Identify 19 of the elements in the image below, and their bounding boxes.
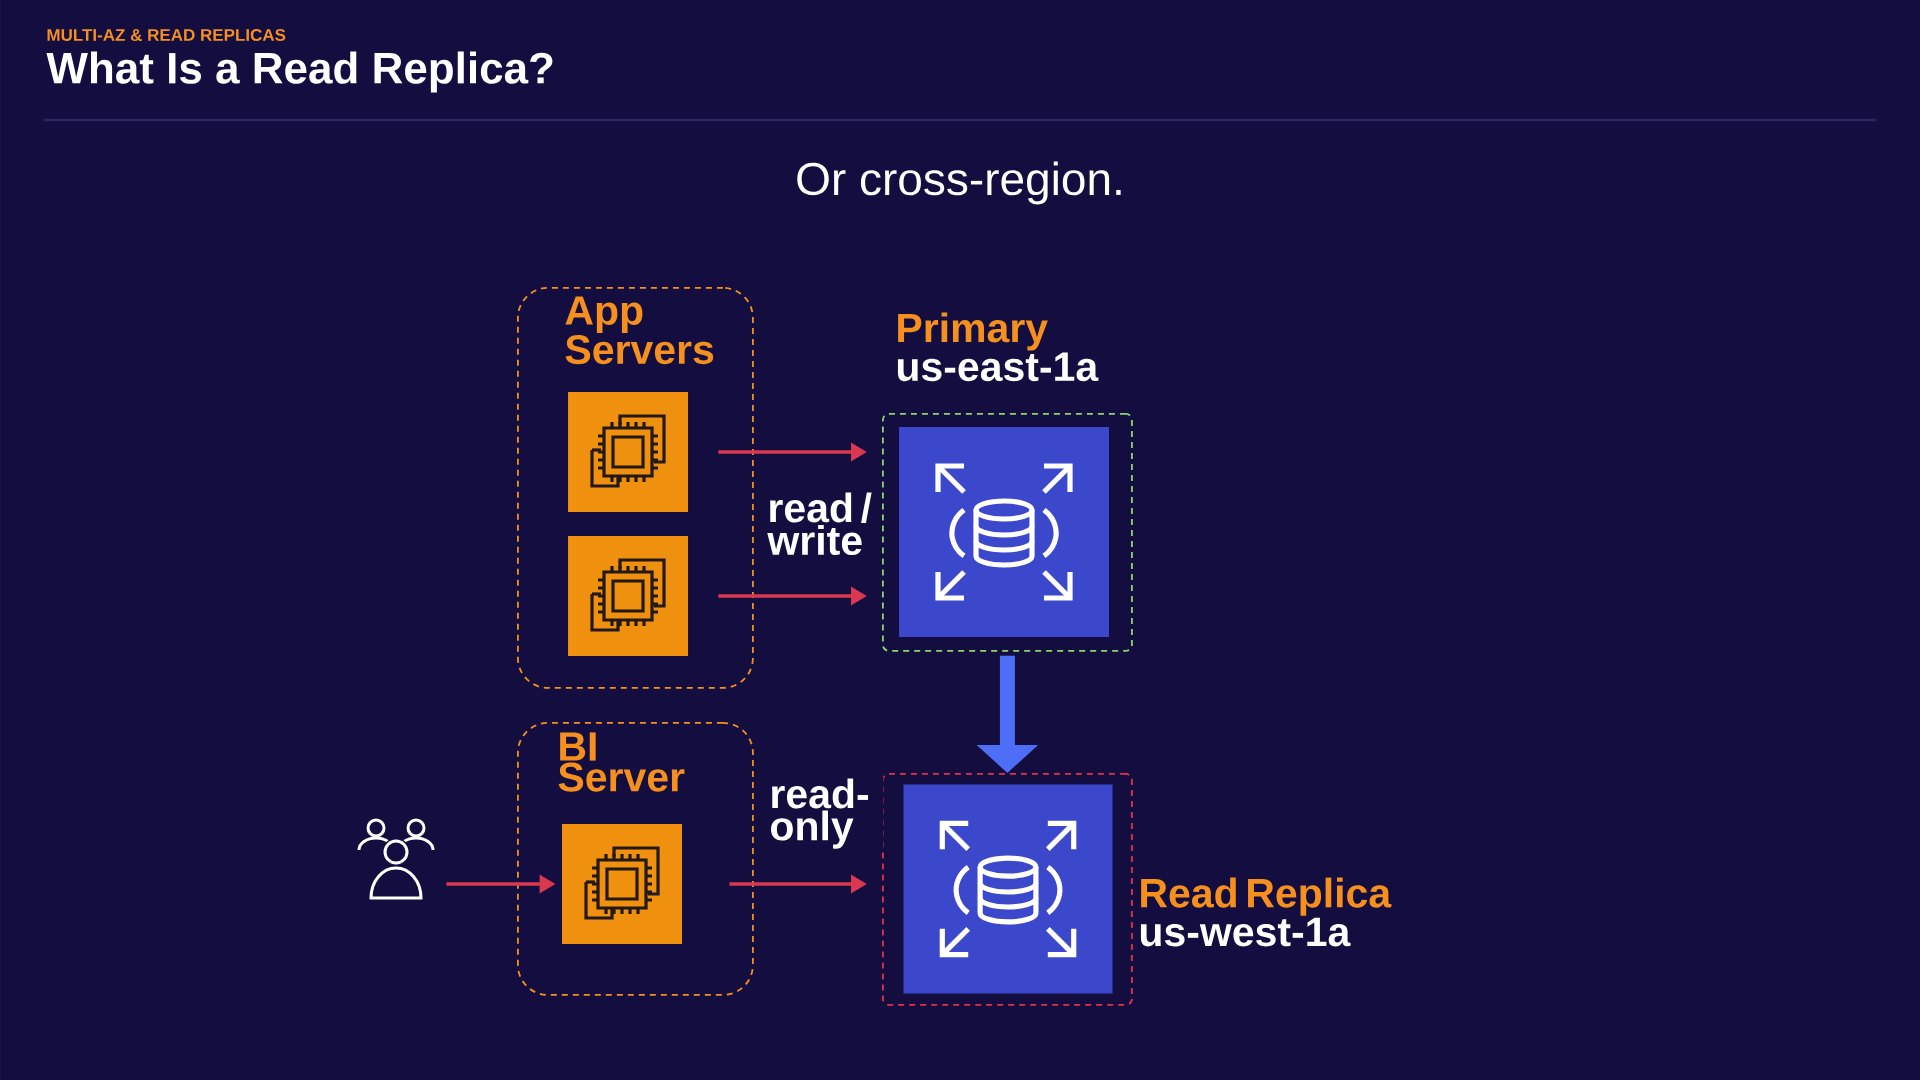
- edge-label: read-only: [767, 776, 884, 851]
- subtitle: Or cross-region.: [797, 161, 1121, 205]
- server-icon: [568, 392, 688, 512]
- server-icon: [568, 536, 688, 656]
- edge-label: read / write: [765, 490, 882, 558]
- database-icon: [903, 784, 1113, 994]
- users-icon: [357, 818, 435, 900]
- database-icon: [899, 427, 1109, 637]
- node-label: Read Replica: [1141, 877, 1392, 916]
- node-label: us-west-1a: [1140, 917, 1351, 947]
- node-label: us-east-1a: [897, 352, 1099, 382]
- group-frame: App Servers: [517, 287, 754, 689]
- section-kicker: MULTI-AZ & READ REPLICAS: [47, 29, 286, 41]
- slide-title: What Is a Read Replica?: [46, 51, 553, 93]
- server-icon: [562, 824, 682, 944]
- group-frame: BI Server: [517, 722, 754, 996]
- group-frame: Read Replica us-west-1a: [882, 773, 1392, 1006]
- group-frame: Primary us-east-1a: [882, 312, 1133, 652]
- node-label: Primary: [898, 312, 1048, 351]
